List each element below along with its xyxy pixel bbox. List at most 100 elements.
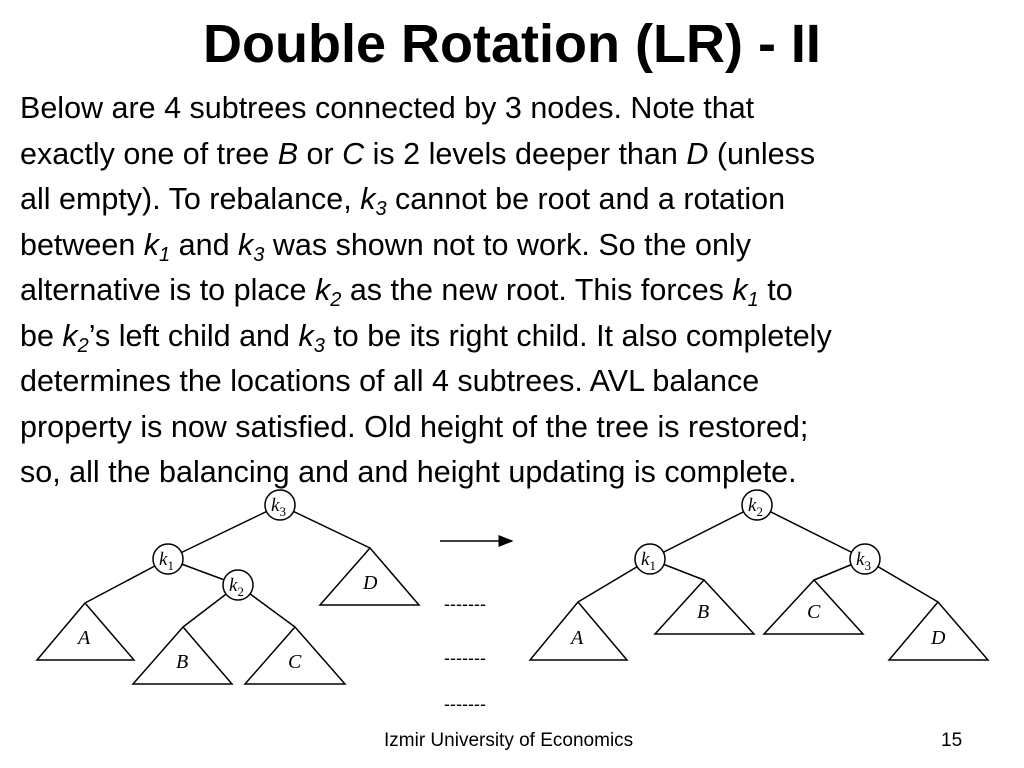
text-segment: all empty). To rebalance, <box>20 182 361 216</box>
text-segment: (unless <box>708 136 816 171</box>
subtree-label: D <box>362 572 378 594</box>
text-segment: property is now satisfied. Old height of… <box>20 409 809 444</box>
text-segment: alternative is to place <box>20 273 315 307</box>
subtree-B: B <box>653 578 756 635</box>
text-segment: to <box>758 273 793 307</box>
paragraph-line: be k2’s left child and k3 to be its righ… <box>20 314 1010 360</box>
text-segment: or <box>298 136 343 171</box>
node-circle <box>741 489 773 521</box>
text-segment: exactly one of tree <box>20 136 278 171</box>
node-label: k1 <box>159 549 174 573</box>
body-paragraph: Below are 4 subtrees connected by 3 node… <box>20 86 1010 496</box>
paragraph-line: between k1 and k3 was shown not to work.… <box>20 223 1010 269</box>
subtree-B: B <box>131 625 234 685</box>
node-k3: k3 <box>264 489 296 521</box>
subtree-triangle <box>887 600 990 661</box>
node-k1: k1 <box>152 543 184 575</box>
subtree-triangle <box>762 578 865 635</box>
node-circle <box>264 489 296 521</box>
text-segment: between <box>20 227 144 262</box>
text-segment: as the new root. This forces <box>341 273 733 307</box>
text-segment: ’s left child and <box>88 318 299 353</box>
subtree-A: A <box>528 600 629 661</box>
italic-symbol: k <box>298 318 314 353</box>
subscript: 1 <box>159 243 171 266</box>
node-label: k1 <box>641 549 656 573</box>
subtree-C: C <box>762 578 865 635</box>
tree-edge <box>167 504 281 560</box>
subtree-triangle <box>35 601 136 661</box>
subtree-triangle <box>243 625 347 685</box>
tree-edge <box>756 504 866 560</box>
subscript: 1 <box>747 289 759 311</box>
node-circle <box>849 543 881 575</box>
italic-symbol: k <box>732 273 748 307</box>
node-label: k2 <box>229 575 244 599</box>
italic-symbol: C <box>342 136 365 171</box>
subscript: 3 <box>253 243 265 266</box>
paragraph-line: all empty). To rebalance, k3 cannot be r… <box>20 177 1010 223</box>
paragraph-line: property is now satisfied. Old height of… <box>20 405 1010 451</box>
italic-symbol: k <box>315 273 331 307</box>
subtree-triangle <box>318 546 421 606</box>
italic-symbol: B <box>277 136 299 171</box>
slide-title: Double Rotation (LR) - II <box>203 14 821 74</box>
subscript: 3 <box>313 334 325 357</box>
subtree-triangle <box>653 578 756 635</box>
paragraph-line: exactly one of tree B or C is 2 levels d… <box>20 132 1010 178</box>
page-number: 15 <box>941 730 963 751</box>
text-segment: cannot be root and a rotation <box>386 182 786 216</box>
subtree-D: D <box>318 546 421 606</box>
after-tree: A B C Dk2 k1 k3 <box>528 489 990 661</box>
subtree-C: C <box>243 625 347 685</box>
text-segment: to be its right child. It also completel… <box>324 318 832 353</box>
subtree-triangle <box>528 600 629 661</box>
node-k2: k2 <box>741 489 773 521</box>
subtree-label: D <box>930 627 946 649</box>
node-label: k3 <box>271 495 286 519</box>
subtree-label: B <box>176 651 188 673</box>
italic-symbol: D <box>686 136 709 171</box>
footer-institution: Izmir University of Economics <box>384 730 634 751</box>
text-segment: is 2 levels deeper than <box>364 136 687 171</box>
italic-symbol: k <box>238 227 254 262</box>
node-label: k2 <box>748 495 763 519</box>
node-circle <box>634 543 666 575</box>
node-k2: k2 <box>222 569 254 601</box>
tree-edge <box>649 504 758 560</box>
subscript: 2 <box>330 289 342 311</box>
text-segment: be <box>20 318 63 353</box>
subscript: 2 <box>77 334 89 357</box>
text-segment: was shown not to work. So the only <box>264 227 751 262</box>
node-circle <box>152 543 184 575</box>
node-circle <box>222 569 254 601</box>
paragraph-line: so, all the balancing and and height upd… <box>20 450 1010 496</box>
text-segment: Below are 4 subtrees connected by 3 node… <box>20 91 755 125</box>
subtree-D: D <box>887 600 990 661</box>
italic-symbol: k <box>143 227 160 262</box>
subtree-label: B <box>697 601 709 623</box>
paragraph-line: Below are 4 subtrees connected by 3 node… <box>20 86 1010 132</box>
text-segment: and <box>170 227 239 262</box>
node-k3: k3 <box>849 543 881 575</box>
subtree-label: A <box>569 627 584 649</box>
subtree-A: A <box>35 601 136 661</box>
subtree-triangle <box>131 625 234 685</box>
node-label: k3 <box>856 549 871 573</box>
dash-line-3: ------- <box>444 694 486 714</box>
subtree-label: A <box>76 627 91 649</box>
text-segment: so, all the balancing and and height upd… <box>20 455 797 489</box>
tree-edge <box>279 504 371 549</box>
italic-symbol: k <box>62 318 78 353</box>
text-segment: determines the locations of all 4 subtre… <box>20 364 760 398</box>
before-tree: A B C Dk3 k1 k2 <box>35 489 421 685</box>
paragraph-line: alternative is to place k2 as the new ro… <box>20 268 1010 314</box>
subtree-label: C <box>807 601 821 623</box>
dash-line-1: ------- <box>444 594 486 614</box>
subscript: 3 <box>375 198 387 220</box>
dash-line-2: ------- <box>444 648 486 668</box>
node-k1: k1 <box>634 543 666 575</box>
italic-symbol: k <box>360 182 376 216</box>
paragraph-line: determines the locations of all 4 subtre… <box>20 359 1010 405</box>
